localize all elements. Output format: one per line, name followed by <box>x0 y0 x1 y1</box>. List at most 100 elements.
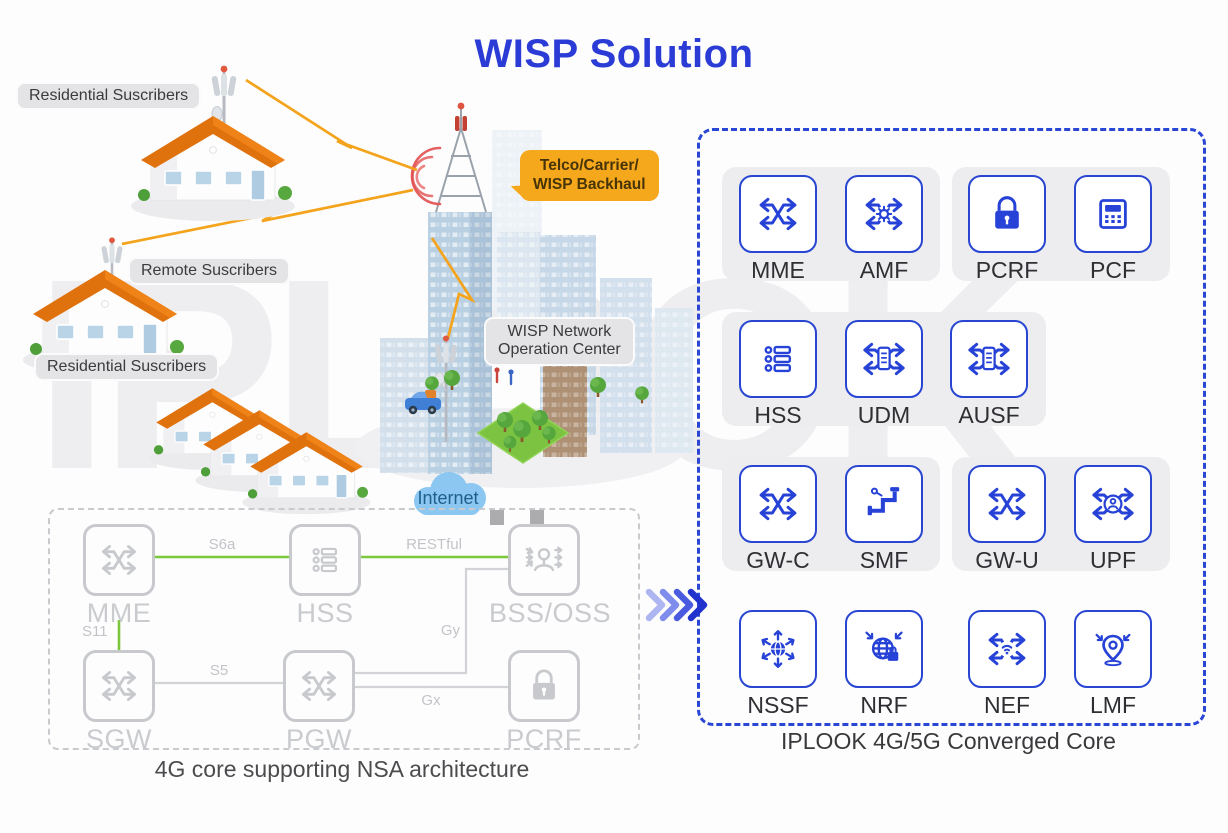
node-pcrf-4g: PCRF <box>489 650 599 755</box>
node-smf: SMF <box>836 465 932 574</box>
node-nef: NEF <box>959 610 1055 719</box>
node-hss-4g: HSS <box>270 524 380 629</box>
crossed-arrows-icon <box>751 477 805 531</box>
node-mme: MME <box>730 175 826 284</box>
node-nssf: NSSF <box>730 610 826 719</box>
node-label: UPF <box>1090 547 1136 573</box>
node-label: BSS/OSS <box>489 598 612 628</box>
page-title: WISP Solution <box>474 32 754 76</box>
node-label: AMF <box>859 257 909 283</box>
node-label: SMF <box>859 547 909 573</box>
node-label: PCRF <box>506 724 582 754</box>
crossed-arrows-icon <box>751 187 805 241</box>
calculator-icon <box>1086 187 1140 241</box>
node-label: LMF <box>1090 692 1136 718</box>
node-label: UDM <box>857 402 911 428</box>
crossed-arrows-icon <box>94 535 144 585</box>
crossed-arrows-icon <box>294 661 344 711</box>
node-mme-4g: MME <box>64 524 174 629</box>
internet-cloud <box>414 472 486 515</box>
node-label: SGW <box>86 724 152 754</box>
node-label: MME <box>86 598 152 628</box>
residential-house-top <box>130 115 296 222</box>
gear-arrows-icon <box>857 187 911 241</box>
database-arrows-icon <box>962 332 1016 386</box>
node-nrf: NRF <box>836 610 932 719</box>
car <box>405 390 441 415</box>
wireless-links <box>121 78 476 339</box>
node-label: HSS <box>296 598 354 628</box>
node-label: PGW <box>286 724 352 754</box>
database-arrows-icon <box>857 332 911 386</box>
node-upf: UPF <box>1065 465 1161 574</box>
node-label: PCF <box>1090 257 1136 283</box>
residential-subscribers-bottom-label: Residential Suscribers <box>34 353 220 381</box>
node-sgw: SGW <box>64 650 174 755</box>
node-gw-c: GW-C <box>730 465 826 574</box>
node-udm: UDM <box>836 320 932 429</box>
wifi-arrows-icon <box>980 622 1034 676</box>
user-arrows-icon <box>1086 477 1140 531</box>
lightning-bolt-1 <box>245 78 418 172</box>
node-label: NRF <box>860 692 908 718</box>
row-houses <box>147 387 371 515</box>
node-label: GW-U <box>975 547 1039 573</box>
interface-s11-label: S11 <box>82 623 108 640</box>
converged-core-caption: IPLOOK 4G/5G Converged Core <box>781 728 1116 754</box>
node-lmf: LMF <box>1065 610 1161 719</box>
node-pgw: PGW <box>264 650 374 755</box>
lightning-bolt-2 <box>121 188 414 246</box>
backhaul-label-line1: Telco/Carrier/ <box>539 157 639 174</box>
lock-icon <box>519 661 569 711</box>
interface-gy-label: Gy <box>440 622 460 639</box>
residential-subscribers-top-label: Residential Suscribers <box>16 82 202 110</box>
scene-illustration <box>22 64 693 525</box>
noc-label-line1: WISP Network <box>507 323 612 340</box>
remote-subscribers-label: Remote Suscribers <box>128 257 291 285</box>
interface-s6a-label: S6a <box>208 536 236 553</box>
city-park <box>476 402 570 464</box>
node-amf: AMF <box>836 175 932 284</box>
link-gy <box>352 567 509 675</box>
backhaul-label: Telco/Carrier/ WISP Backhaul <box>508 150 659 201</box>
person-arrows-icon <box>519 535 569 585</box>
lock-icon <box>980 187 1034 241</box>
backhaul-radio-tower <box>435 102 487 213</box>
node-label: GW-C <box>746 547 810 573</box>
node-pcrf: PCRF <box>959 175 1055 284</box>
node-label: NSSF <box>747 692 809 718</box>
backhaul-label-line2: WISP Backhaul <box>533 176 646 194</box>
crossed-arrows-icon <box>94 661 144 711</box>
globe-lock-icon <box>857 622 911 676</box>
node-label: AUSF <box>958 402 1020 428</box>
node-pcf: PCF <box>1065 175 1161 284</box>
noc-label-line2: Operation Center <box>498 341 621 359</box>
node-gw-u: GW-U <box>959 465 1055 574</box>
location-pin-icon <box>1086 622 1140 676</box>
noc-label: WISP Network Operation Center <box>484 317 635 366</box>
slice-globe-icon <box>751 622 805 676</box>
interface-restful-label: RESTful <box>406 536 462 553</box>
node-label: PCRF <box>975 257 1039 283</box>
converged-core-panel: MME AMF PCRF PCF HSS UDM AUSF <box>697 128 1206 726</box>
downlink-arrows <box>490 510 544 525</box>
core-4g-links <box>117 555 509 689</box>
node-label: HSS <box>754 402 802 428</box>
interface-gx-label: Gx <box>421 692 441 709</box>
subscriber-list-icon <box>300 535 350 585</box>
node-bss-oss: BSS/OSS <box>489 524 612 629</box>
node-ausf: AUSF <box>941 320 1037 429</box>
lightning-bolt-3 <box>430 237 476 339</box>
node-label: NEF <box>984 692 1030 718</box>
core-4g-panel: MME HSS BSS/OSS SGW PGW PCRF S6a RESTful… <box>48 508 640 754</box>
node-label: MME <box>751 257 805 283</box>
flow-chevrons-icon <box>645 588 708 622</box>
radio-waves-icon <box>410 146 442 206</box>
node-hss: HSS <box>730 320 826 429</box>
core-4g-caption: 4G core supporting NSA architecture <box>154 756 530 782</box>
internet-label: Internet <box>417 488 479 508</box>
crossed-arrows-icon <box>980 477 1034 531</box>
pedestrians <box>494 367 514 386</box>
interface-s5-label: S5 <box>209 662 229 679</box>
